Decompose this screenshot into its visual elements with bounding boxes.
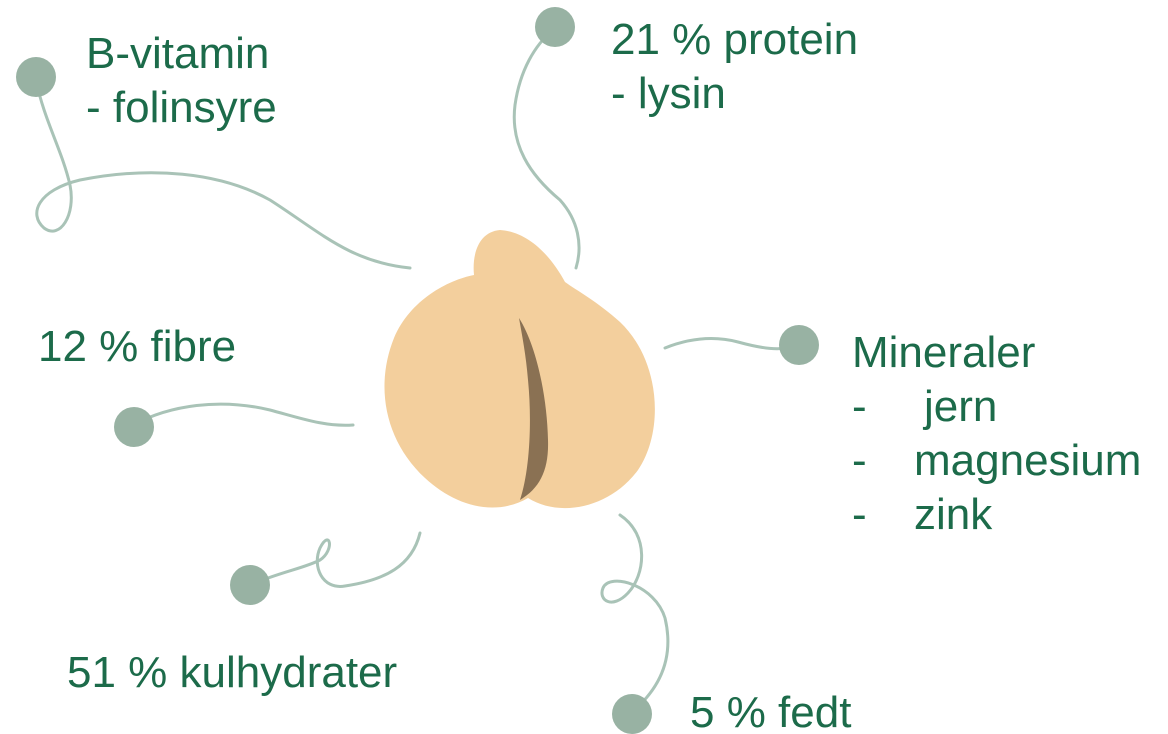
mineral-item: - magnesium xyxy=(852,434,1141,488)
mineral-name: jern xyxy=(914,380,997,434)
label-protein-title: 21 % protein xyxy=(611,13,858,67)
mineral-dash: - xyxy=(852,380,914,434)
tendril-carbs xyxy=(250,533,420,586)
label-protein: 21 % protein - lysin xyxy=(611,13,858,121)
node-protein-icon xyxy=(535,7,575,47)
node-fat-icon xyxy=(612,694,652,734)
mineral-item: - jern xyxy=(852,380,1141,434)
label-carbs: 51 % kulhydrater xyxy=(67,646,397,700)
mineral-name: magnesium xyxy=(914,434,1141,488)
node-vitamin-icon xyxy=(16,57,56,97)
mineral-dash: - xyxy=(852,434,914,488)
mineral-item: - zink xyxy=(852,488,1141,542)
mineral-dash: - xyxy=(852,488,914,542)
label-fibre: 12 % fibre xyxy=(38,320,236,374)
label-vitamin-title: B-vitamin xyxy=(86,27,277,81)
label-minerals-title: Mineraler xyxy=(852,326,1141,380)
label-vitamin-detail: - folinsyre xyxy=(86,81,277,135)
label-protein-detail: - lysin xyxy=(611,67,858,121)
tendril-protein xyxy=(514,30,579,268)
node-carbs-icon xyxy=(230,565,270,605)
label-fat-title: 5 % fedt xyxy=(690,686,851,734)
node-fibre-icon xyxy=(114,407,154,447)
label-vitamin: B-vitamin - folinsyre xyxy=(86,27,277,135)
chickpea-seed-icon xyxy=(384,230,654,508)
label-carbs-title: 51 % kulhydrater xyxy=(67,646,397,700)
label-fibre-title: 12 % fibre xyxy=(38,320,236,374)
mineral-name: zink xyxy=(914,488,992,542)
tendril-fat xyxy=(602,515,668,712)
label-fat: 5 % fedt xyxy=(690,686,851,734)
node-minerals-icon xyxy=(779,325,819,365)
label-minerals: Mineraler - jern - magnesium - zink xyxy=(852,326,1141,542)
tendril-fibre xyxy=(133,404,353,425)
